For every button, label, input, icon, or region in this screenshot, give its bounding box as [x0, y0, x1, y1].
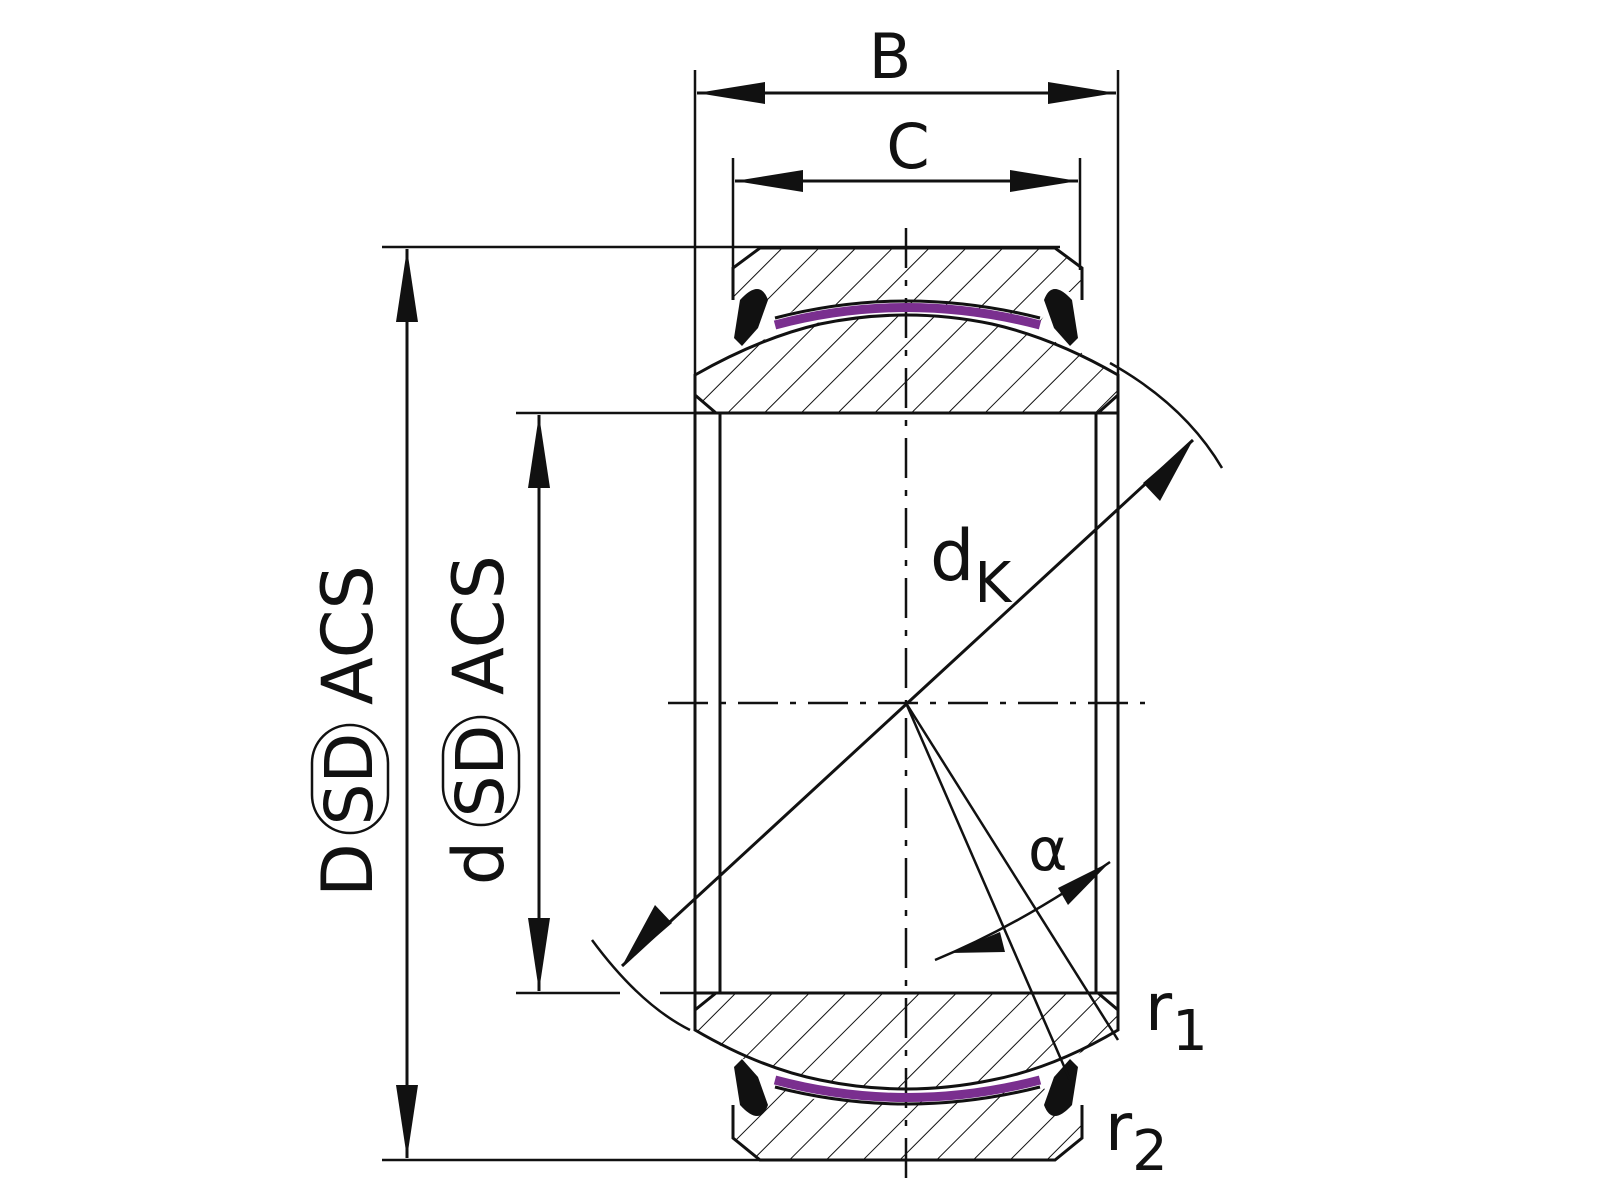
dimension-bore-diameter: d SD ACS [438, 411, 700, 995]
label-outer-diameter-suffix: ACS [307, 565, 389, 705]
dimension-c: C [731, 110, 1082, 270]
inner-ring-top [693, 313, 1120, 415]
dimension-b: B [693, 20, 1120, 400]
label-c: C [886, 110, 929, 183]
dimension-sphere-diameter: dK [590, 361, 1224, 1032]
label-bore-diameter-prefix: d [438, 841, 520, 885]
inner-ring-bottom [693, 991, 1120, 1091]
dimension-outer-diameter: D SD ACS [307, 245, 1060, 1162]
label-bore-diameter-suffix: ACS [438, 555, 520, 695]
outer-ring-bottom [731, 1059, 1084, 1162]
sliding-layer-bottom [773, 1075, 1042, 1102]
label-radius-r1: r1 [1145, 969, 1208, 1064]
outer-ring-top [731, 246, 1084, 346]
label-radius-r2: r2 [1105, 1089, 1168, 1184]
dimension-tilt-angle: α [904, 702, 1120, 1081]
sliding-layer-top [773, 303, 1042, 330]
label-sphere-diameter: dK [930, 515, 1012, 616]
label-tilt-angle: α [1028, 815, 1068, 885]
label-bore-diameter-circled: SD [442, 725, 519, 818]
label-b: B [869, 20, 912, 93]
label-outer-diameter-circled: SD [311, 733, 388, 826]
label-outer-diameter-prefix: D [307, 843, 389, 897]
